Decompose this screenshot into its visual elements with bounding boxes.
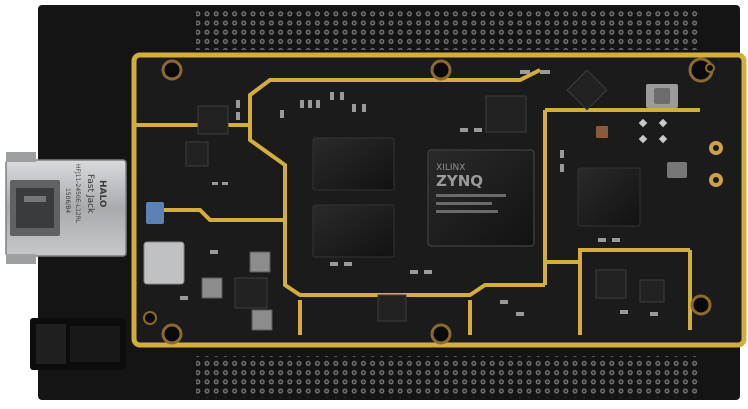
rj45-label: HALO Fast Jack HFJ11-2450E-L12RL 1506/B4 bbox=[64, 164, 107, 224]
soc-family-text: ZYNQ bbox=[436, 172, 483, 190]
ufl-connectors bbox=[709, 141, 723, 187]
metal-shield bbox=[143, 241, 185, 285]
rj45-part-line2: 1506/B4 bbox=[64, 188, 71, 213]
rj45-connector bbox=[5, 152, 127, 264]
inductors bbox=[201, 251, 273, 331]
soc-vendor-text: XILINX bbox=[436, 163, 465, 173]
gold-traces bbox=[136, 68, 700, 335]
bottom-header-holes bbox=[196, 356, 698, 398]
zynq-soc: XILINX ZYNQ bbox=[427, 149, 535, 247]
rj45-model-text: Fast Jack bbox=[85, 174, 95, 214]
rj45-brand-text: HALO bbox=[97, 180, 107, 208]
mounting-holes bbox=[143, 57, 715, 345]
tantalum-cap bbox=[596, 126, 608, 138]
top-header-holes bbox=[196, 8, 698, 50]
dc-power-jack bbox=[30, 318, 126, 370]
ddr-memory-chips bbox=[312, 137, 395, 258]
right-ic bbox=[577, 167, 641, 227]
smd-components bbox=[180, 70, 658, 316]
small-ics bbox=[185, 69, 665, 322]
blue-resistor bbox=[146, 202, 164, 224]
reset-button bbox=[646, 84, 678, 108]
crystal bbox=[667, 162, 687, 178]
rj45-part-line1: HFJ11-2450E-L12RL bbox=[74, 164, 81, 224]
